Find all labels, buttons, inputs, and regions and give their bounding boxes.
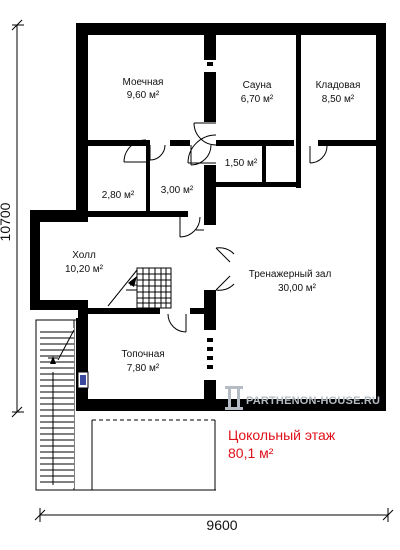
room-sauna-name: Сауна: [243, 80, 272, 91]
room-moechnaya-area: 9,60 м²: [127, 90, 160, 101]
watermark: PARTHENON-HOUSE.RU: [225, 386, 380, 410]
room-kladovaya-area: 8,50 м²: [322, 94, 355, 105]
doors: [123, 122, 328, 333]
room-sauna-area: 6,70 м²: [241, 94, 274, 105]
boiler-icon: [77, 371, 89, 389]
height-dimension: 10700: [0, 19, 24, 418]
vent-marks: [207, 52, 213, 369]
room-small-3-area: 1,50 м²: [225, 158, 258, 169]
room-gym-area: 30,00 м²: [278, 283, 317, 294]
inner-stair: [107, 267, 172, 309]
room-moechnaya-name: Моечная: [123, 77, 164, 88]
room-topochnaya-area: 7,80 м²: [127, 363, 160, 374]
walls: [30, 23, 386, 411]
column-logo-icon: [225, 386, 243, 410]
room-small-2-area: 3,00 м²: [161, 185, 194, 196]
stair-arrow-icon: [50, 356, 56, 364]
watermark-text: PARTHENON-HOUSE.RU: [246, 395, 380, 407]
room-labels: Моечная 9,60 м² Сауна 6,70 м² Кладовая 8…: [65, 77, 360, 374]
width-dimension: 9600: [34, 508, 394, 533]
width-label: 9600: [206, 517, 237, 533]
inner-stair-arrow-icon: [128, 276, 137, 287]
floor-title: Цокольный этаж: [228, 427, 336, 443]
room-topochnaya-name: Топочная: [121, 349, 164, 360]
height-label: 10700: [0, 202, 13, 241]
room-gym-name: Тренажерный зал: [249, 269, 332, 280]
stair-diagonal: [57, 329, 75, 361]
outer-stair: [40, 328, 74, 488]
room-holl-name: Холл: [72, 250, 96, 261]
floor-caption: Цокольный этаж 80,1 м²: [228, 427, 336, 461]
floor-area: 80,1 м²: [228, 445, 274, 461]
room-kladovaya-name: Кладовая: [316, 80, 361, 91]
room-small-1-area: 2,80 м²: [102, 190, 135, 201]
room-holl-area: 10,20 м²: [65, 264, 104, 275]
